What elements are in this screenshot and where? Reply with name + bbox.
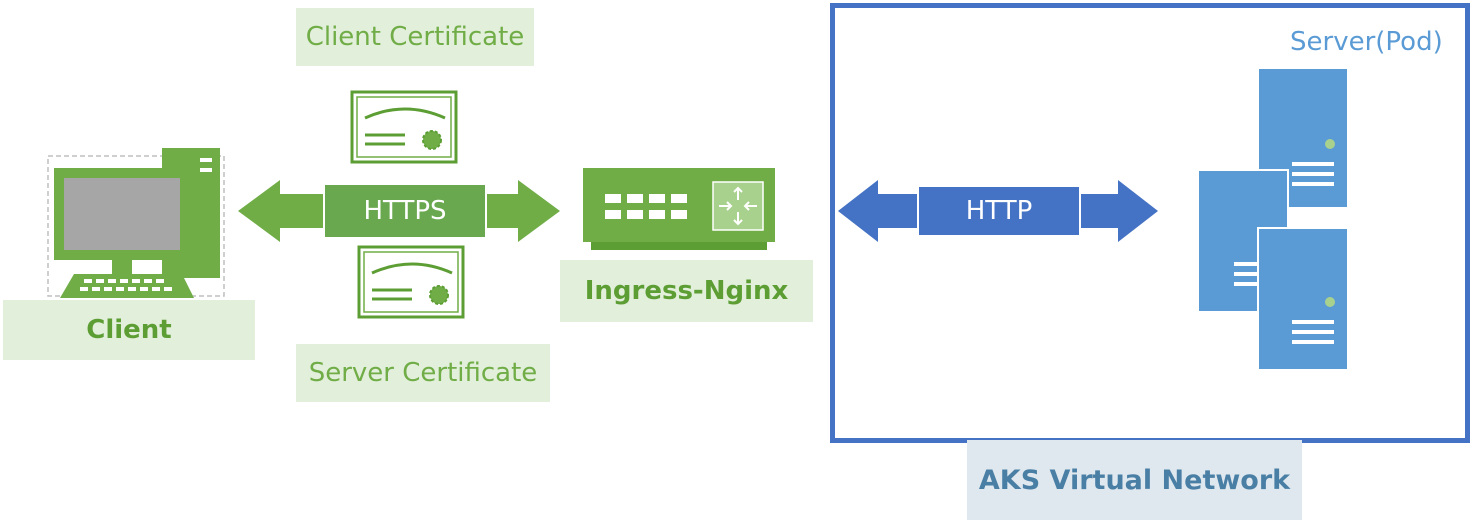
computer-icon [47, 148, 225, 298]
client-certificate-text: Client Certificate [305, 22, 525, 52]
server-pod-label: Server(Pod) [1290, 27, 1443, 57]
client-certificate-label: Client Certificate [296, 8, 534, 66]
aks-network-text: AKS Virtual Network [978, 464, 1291, 496]
server-certificate-label: Server Certificate [296, 344, 550, 402]
ingress-text: Ingress-Nginx [584, 276, 789, 306]
ingress-label: Ingress-Nginx [560, 260, 813, 322]
server-certificate-icon [357, 245, 465, 319]
client-label: Client [3, 300, 255, 360]
https-label: HTTPS [363, 196, 447, 226]
server-certificate-text: Server Certificate [308, 358, 538, 388]
client-certificate-icon [350, 90, 458, 164]
https-double-arrow [238, 180, 560, 242]
http-label: HTTP [965, 196, 1033, 226]
router-icon [583, 168, 775, 250]
http-double-arrow [838, 180, 1158, 242]
server-icon [1197, 67, 1349, 371]
aks-network-label: AKS Virtual Network [967, 440, 1302, 520]
client-text: Client [86, 315, 172, 345]
